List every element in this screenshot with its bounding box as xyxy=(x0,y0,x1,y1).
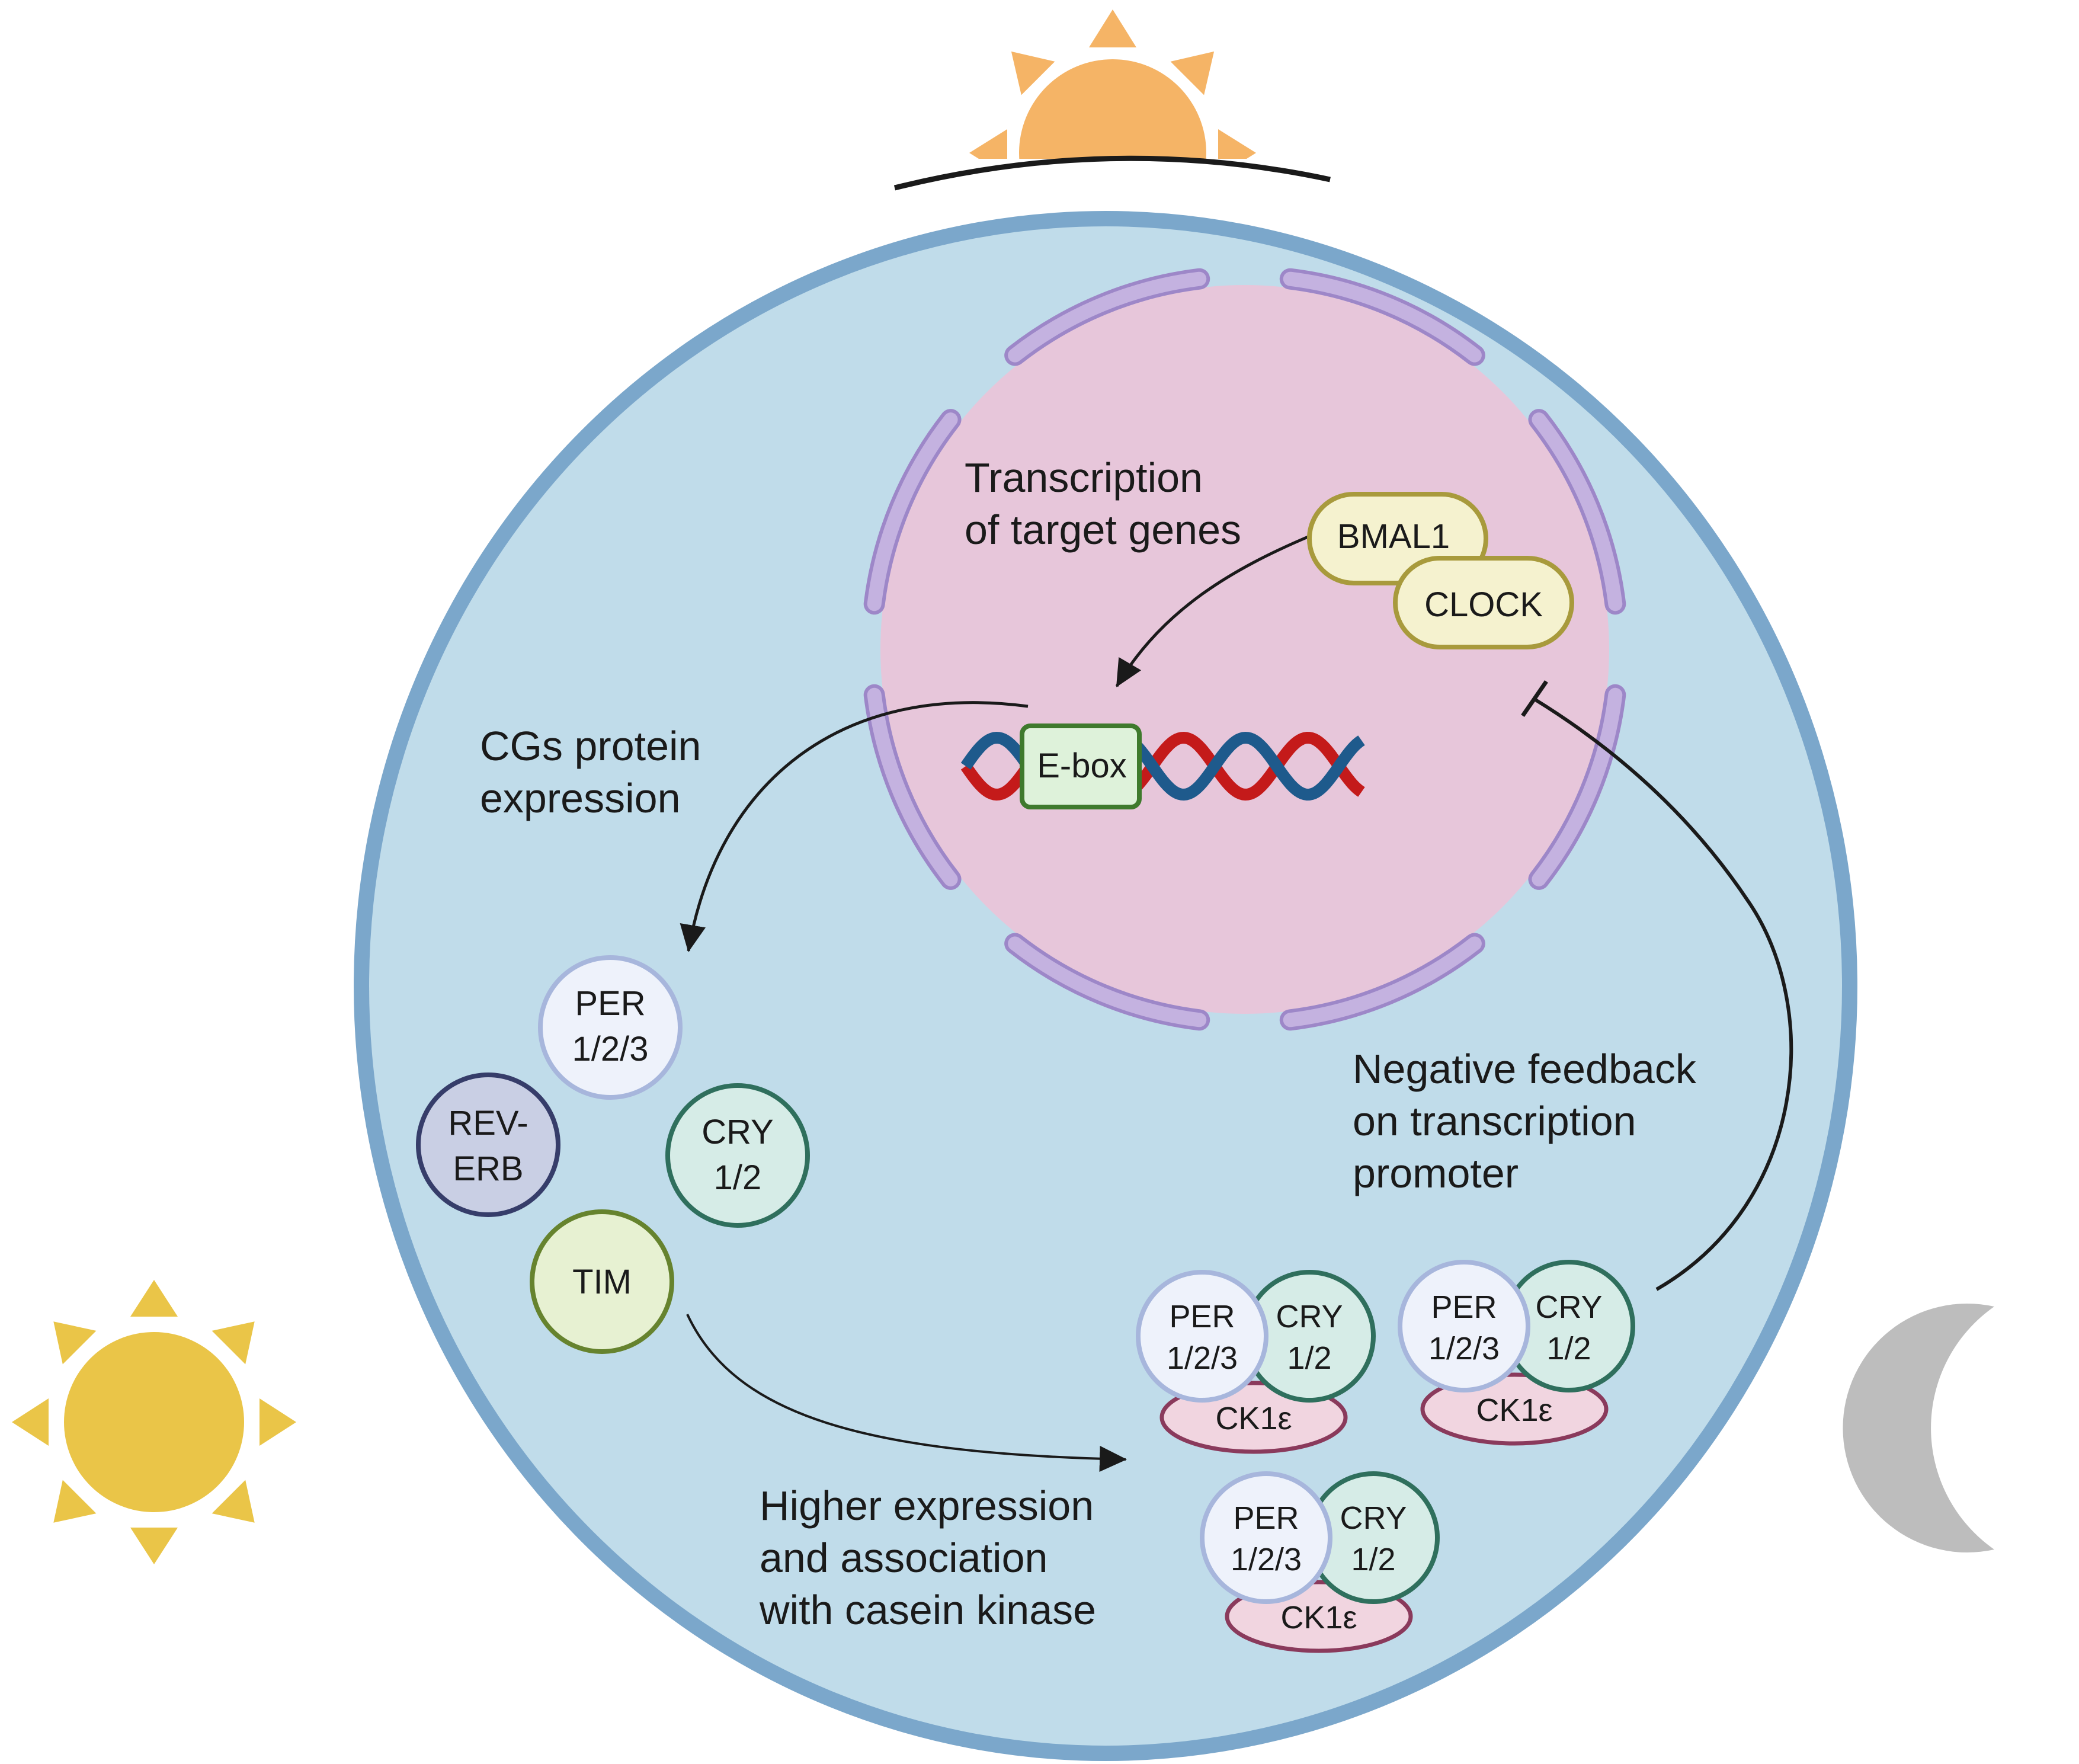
nuclear-membrane-segment xyxy=(1283,271,1482,363)
nuclear-membrane xyxy=(863,268,1626,1031)
nuclear-membrane-segment xyxy=(867,687,958,886)
tim-label: TIM xyxy=(572,1263,632,1301)
sun-ray xyxy=(212,1480,255,1523)
ck1e-label: CK1ε xyxy=(1476,1392,1552,1428)
per-label-line1: PER xyxy=(575,984,645,1023)
per-protein: PER 1/2/3 xyxy=(538,955,683,1100)
ebox-box: E-box xyxy=(1020,723,1142,809)
sun-ray xyxy=(212,1321,255,1365)
per-label-line2: 1/2/3 xyxy=(572,1030,649,1068)
cry-label-line2: 1/2 xyxy=(714,1158,762,1197)
arrow-tim-to-complex xyxy=(686,1314,1127,1472)
day-sun-icon xyxy=(12,1280,296,1564)
svg-text:promoter: promoter xyxy=(1353,1150,1519,1196)
sun-ray xyxy=(1089,9,1136,47)
transcription-label: Transcription of target genes xyxy=(965,454,1241,553)
arrow-ebox-to-proteins xyxy=(680,701,1029,952)
per-label-line1: PER xyxy=(1431,1289,1497,1325)
ebox-label: E-box xyxy=(1037,747,1127,785)
nuclear-membrane-segment xyxy=(867,412,958,612)
cry-label-line1: CRY xyxy=(701,1113,773,1151)
nuclear-membrane-segment xyxy=(1008,936,1207,1027)
sun-ray xyxy=(12,1398,49,1446)
arrow-bmal1-to-ebox xyxy=(1115,534,1310,687)
per-label-line2: 1/2/3 xyxy=(1231,1542,1302,1577)
nuclear-membrane-segment xyxy=(1008,271,1207,363)
cry-label-line1: CRY xyxy=(1340,1500,1407,1536)
per-label-line2: 1/2/3 xyxy=(1167,1340,1238,1376)
svg-text:with casein kinase: with casein kinase xyxy=(759,1587,1096,1633)
per-cry-ck1e-complex-3: CK1ε CRY 1/2 PER 1/2/3 xyxy=(1200,1471,1440,1653)
ck1e-label: CK1ε xyxy=(1280,1600,1357,1635)
inhibition-feedback-line xyxy=(1533,697,1793,1291)
horizon-line xyxy=(893,155,1331,191)
svg-text:and association: and association xyxy=(760,1535,1047,1581)
nuclear-membrane-segment xyxy=(1532,412,1623,612)
moon-icon xyxy=(1843,1304,1994,1552)
cgs-expression-label: CGs protein expression xyxy=(480,723,701,821)
ck1e-label: CK1ε xyxy=(1215,1401,1292,1436)
cry-label-line2: 1/2 xyxy=(1287,1340,1331,1376)
bmal1-label: BMAL1 xyxy=(1337,517,1450,556)
tim-protein: TIM xyxy=(530,1209,674,1354)
inhibition-bar xyxy=(1521,680,1548,717)
cry-label-line1: CRY xyxy=(1276,1299,1343,1334)
cry-label-line2: 1/2 xyxy=(1351,1542,1395,1577)
reverb-label-line1: REV- xyxy=(448,1104,528,1142)
reverb-label-line2: ERB xyxy=(453,1150,523,1188)
sun-ray xyxy=(1011,51,1055,95)
per-label-line1: PER xyxy=(1233,1500,1299,1536)
nucleus xyxy=(863,268,1626,1031)
reverb-protein: REV- ERB xyxy=(416,1073,560,1217)
sun-ray xyxy=(130,1280,178,1317)
svg-text:Transcription: Transcription xyxy=(965,454,1203,501)
sun-ray xyxy=(130,1528,178,1564)
cry-label-line1: CRY xyxy=(1535,1289,1602,1325)
clock-label: CLOCK xyxy=(1424,585,1543,624)
sun-ray xyxy=(1170,51,1215,95)
nuclear-membrane-segment xyxy=(1283,936,1482,1027)
per-cry-ck1e-complex-1: CK1ε CRY 1/2 PER 1/2/3 xyxy=(1136,1270,1376,1454)
svg-text:on transcription: on transcription xyxy=(1353,1098,1636,1144)
svg-text:CGs protein: CGs protein xyxy=(480,723,701,769)
svg-text:of target genes: of target genes xyxy=(965,507,1241,553)
negative-feedback-label: Negative feedback on transcription promo… xyxy=(1353,1046,1697,1196)
cry-label-line2: 1/2 xyxy=(1546,1331,1591,1366)
per-label-line2: 1/2/3 xyxy=(1428,1331,1500,1366)
per-label-line1: PER xyxy=(1169,1299,1235,1334)
clock-capsule: CLOCK xyxy=(1393,556,1574,649)
sun-ray xyxy=(53,1480,97,1523)
nuclear-membrane-segment xyxy=(1532,687,1623,886)
svg-text:expression: expression xyxy=(480,775,681,821)
svg-text:Negative feedback: Negative feedback xyxy=(1353,1046,1697,1092)
sun-ray xyxy=(53,1321,97,1365)
higher-expression-label: Higher expression and association with c… xyxy=(759,1483,1096,1633)
cry-protein: CRY 1/2 xyxy=(665,1083,810,1228)
svg-text:Higher expression: Higher expression xyxy=(760,1483,1094,1529)
per-cry-ck1e-complex-2: CK1ε CRY 1/2 PER 1/2/3 xyxy=(1398,1260,1635,1446)
sun-ray xyxy=(260,1398,296,1446)
